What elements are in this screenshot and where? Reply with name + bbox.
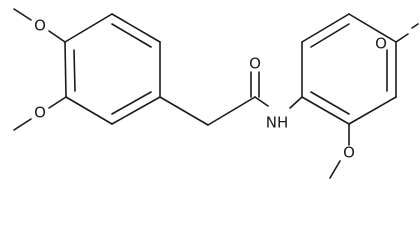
molecule-structure: O O O NH O O [13, 8, 419, 179]
methoxy-oxygen-mid-left-label: O [34, 104, 46, 122]
bond-n-ring [289, 96, 303, 109]
bond-ch2-carbonyl-c [207, 96, 256, 126]
ring-right-bond-3 [348, 13, 397, 43]
bond-carbonyl-n [254, 96, 269, 107]
ring-left-double-3 [111, 23, 152, 48]
left-benzene-ring [64, 13, 161, 125]
ring-left-double-2 [111, 91, 152, 115]
ring-right-double-3 [310, 91, 350, 115]
methoxy-oxygen-bottom-right-label: O [343, 144, 355, 162]
methoxy-oxygen-right-label: O [375, 35, 387, 53]
right-benzene-ring [301, 13, 397, 125]
structure-canvas: O O O NH O O [13, 8, 419, 179]
bond-o-methyl-right [411, 23, 419, 29]
ring-right-bond-6 [301, 96, 350, 125]
bond-o-methyl-bottom-right [329, 160, 341, 179]
ring-left-bond-1 [64, 41, 67, 98]
bond-ring-ch2 [159, 96, 209, 126]
ring-left-bond-6 [64, 13, 113, 43]
bond-methyl-o-top-left [13, 8, 32, 21]
bond-methyl-o-mid-left [13, 118, 32, 131]
bond-ring-o-right [395, 33, 409, 43]
methoxy-oxygen-top-left-label: O [34, 17, 46, 35]
ring-right-bond-2 [301, 13, 350, 43]
ring-left-bond-2 [65, 96, 113, 125]
carbonyl-oxygen-label: O [249, 55, 261, 73]
ring-right-double-1 [310, 23, 350, 48]
bond-o-ring-top-left [48, 30, 66, 43]
ring-left-bond-3 [111, 96, 161, 125]
bond-o-ring-mid-left [48, 96, 67, 109]
amide-nh-label: NH [266, 114, 289, 132]
ring-left-bond-5 [111, 13, 161, 43]
ring-right-bond-5 [348, 96, 397, 125]
ring-left-double-1 [73, 49, 76, 92]
